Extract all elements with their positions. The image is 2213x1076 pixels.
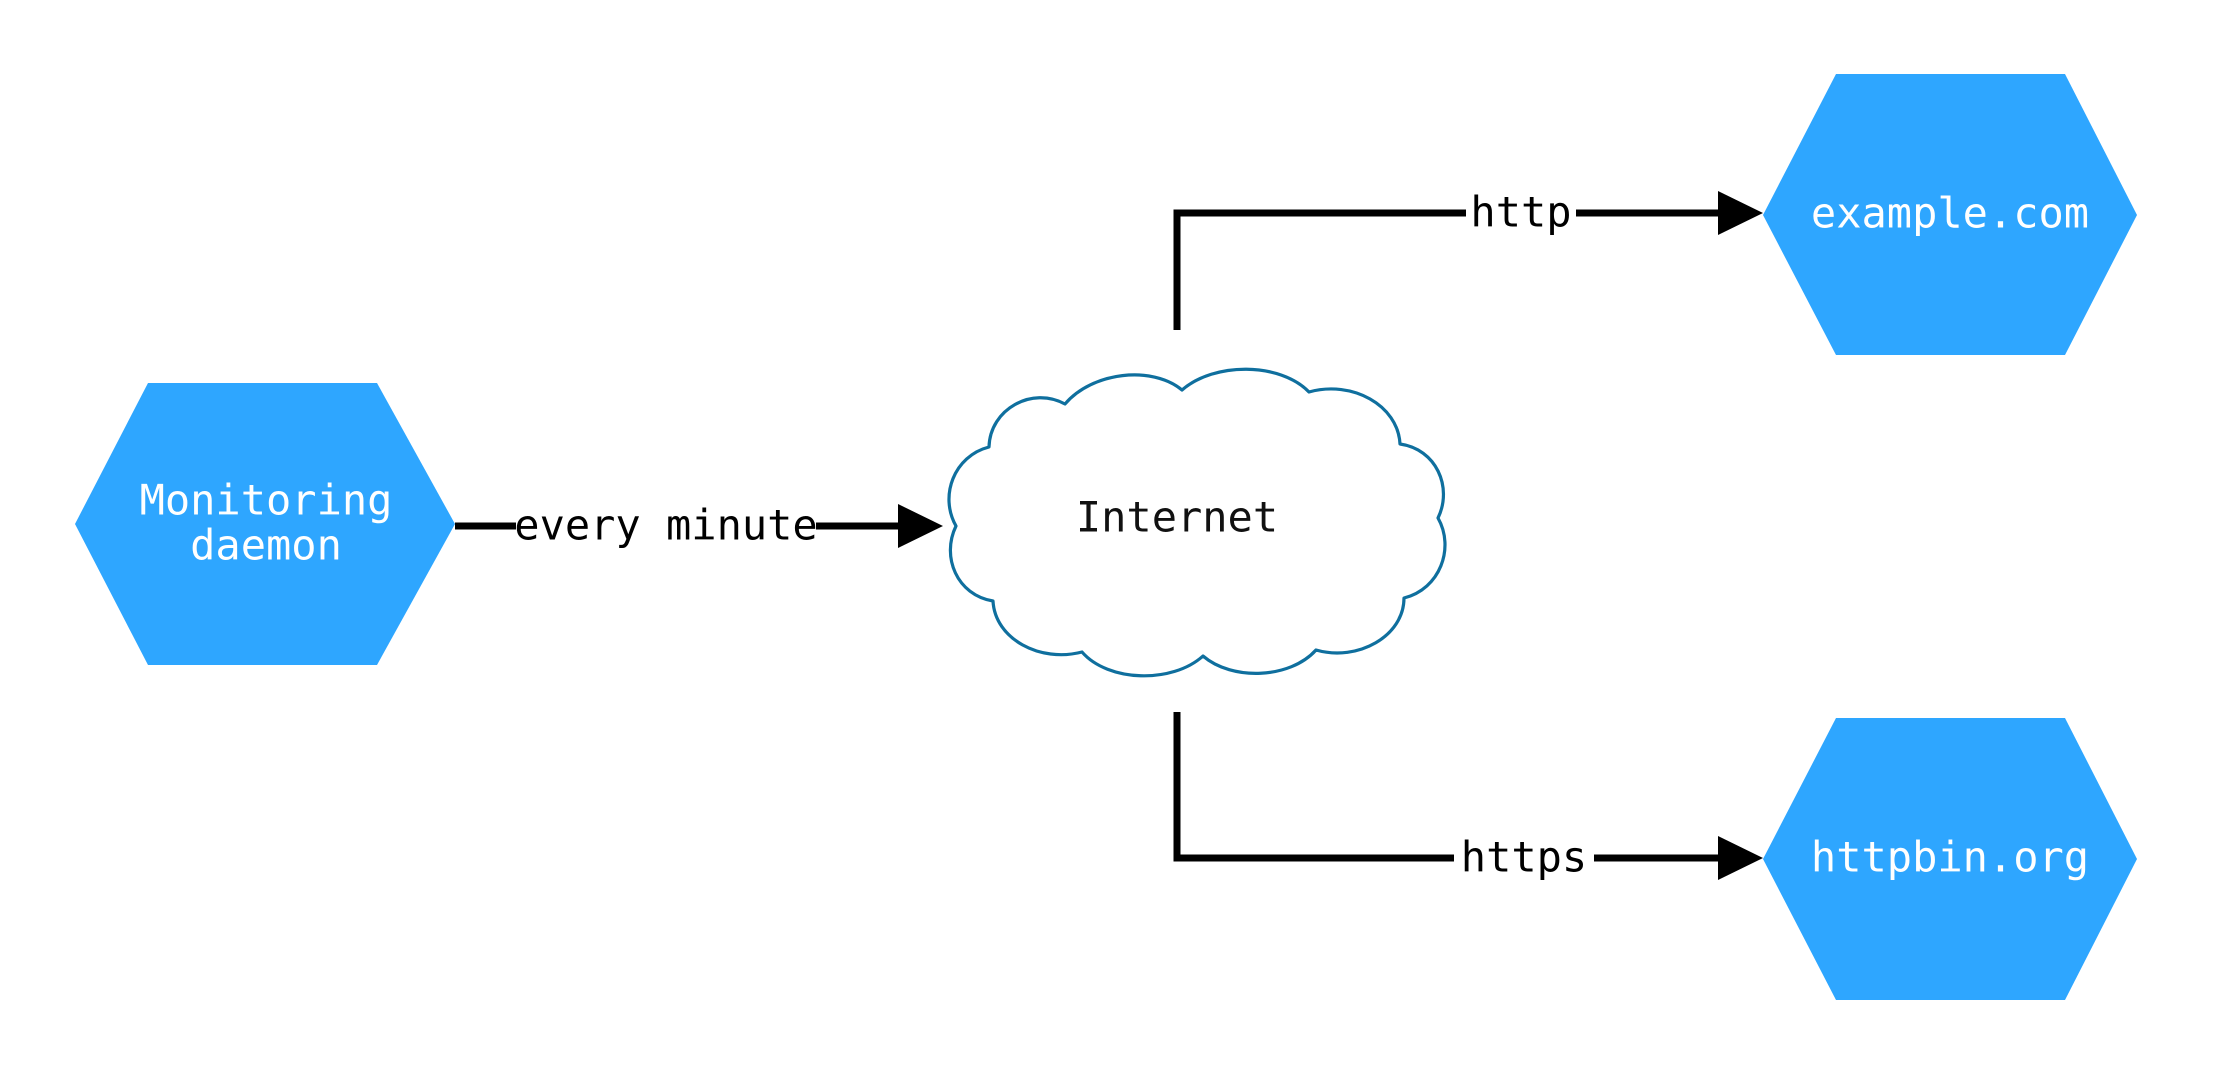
edge-label-backdrop-https [1454, 833, 1594, 885]
edge-label-http: http [1470, 188, 1571, 237]
arrowhead-into-example [1718, 191, 1763, 235]
monitoring-daemon-hexagon [75, 383, 455, 665]
monitoring-daemon-label-line1: Monitoring [140, 476, 393, 525]
httpbin-org-label: httpbin.org [1811, 833, 2089, 882]
arrowhead-into-internet [898, 504, 943, 548]
node-internet[interactable]: Internet [947, 367, 1447, 678]
example-com-hexagon [1763, 74, 2137, 355]
internet-cloud-shape [947, 367, 1447, 678]
node-example-com[interactable]: example.com [1763, 74, 2137, 355]
example-com-label: example.com [1811, 189, 2089, 238]
edge-label-https: https [1461, 833, 1587, 882]
edge-label-backdrop-http [1466, 188, 1576, 240]
edge-daemon-to-internet[interactable]: every minute [455, 500, 943, 552]
monitoring-daemon-label-line2: daemon [190, 521, 342, 570]
edge-internet-to-httpbin[interactable]: https [1173, 712, 1763, 885]
internet-label: Internet [1076, 493, 1278, 542]
arrowhead-into-httpbin [1718, 836, 1763, 880]
httpbin-org-hexagon [1763, 718, 2137, 1000]
edge-label-every-minute: every minute [514, 501, 817, 550]
edge-internet-to-example[interactable]: http [1173, 188, 1763, 331]
node-monitoring-daemon[interactable]: Monitoring daemon [75, 383, 455, 665]
edge-label-backdrop-every-minute [516, 500, 816, 552]
node-httpbin-org[interactable]: httpbin.org [1763, 718, 2137, 1000]
edge-path-internet-example [1173, 209, 1745, 330]
